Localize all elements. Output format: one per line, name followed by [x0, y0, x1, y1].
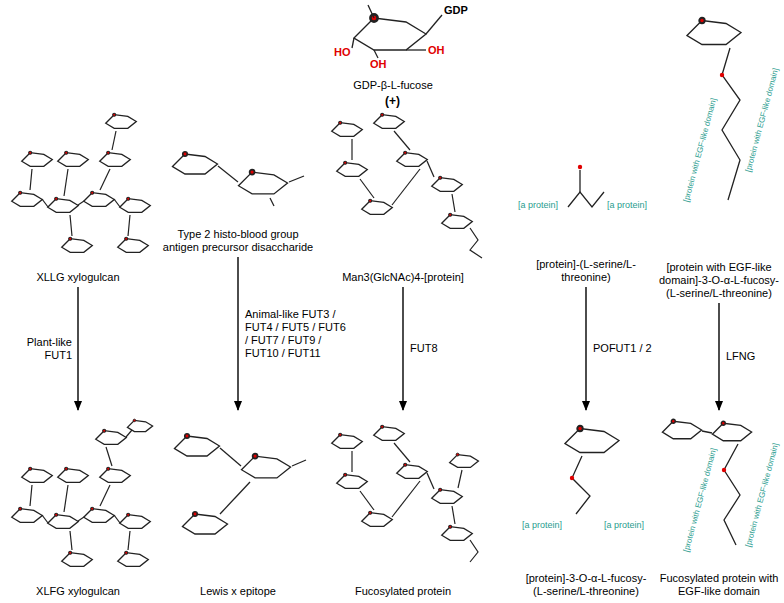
reaction-arrow — [585, 287, 586, 410]
xyloglucan-structure — [12, 419, 153, 566]
compound-node: Type 2 histo-blood group antigen precurs… — [158, 130, 318, 254]
compound-name: XLLG xylogulcan — [2, 271, 154, 284]
enzyme-label: FUT8 — [409, 342, 439, 355]
compound-name: [protein]-3-O-α-L-fucosy-(L-serine/L-thr… — [520, 572, 652, 598]
compound-node: Man3(GlcNAc)4-[protein] — [318, 100, 488, 284]
compound-node: [protein]-(L-serine/L-threonine) — [520, 150, 652, 284]
compound-name: Fucosylated protein with EGF-like domain — [656, 572, 782, 598]
compound-node: Fucosylated protein — [318, 412, 488, 598]
structure-label: HO — [334, 46, 351, 58]
structure-label: (+) — [385, 94, 400, 108]
compound-node: XLLG xylogulcan — [2, 100, 154, 284]
fucosyl-serine-structure — [565, 426, 619, 514]
structure-label: [a protein] — [607, 200, 647, 210]
compound-name: Fucosylated protein — [318, 585, 488, 598]
structure-label: [a protein] — [522, 520, 562, 530]
structure-label: [a protein] — [604, 520, 644, 530]
lewis-x-structure — [175, 434, 307, 534]
enzyme-label: LFNG — [725, 350, 756, 363]
disaccharide-structure — [173, 152, 305, 206]
enzyme-label: POFUT1 / 2 — [592, 342, 653, 355]
compound-name: Type 2 histo-blood group antigen precurs… — [158, 228, 318, 254]
serine-structure — [568, 165, 604, 207]
structure-label: [protein with EGF-like domain] — [682, 447, 718, 553]
structure-label: [protein with EGF-like domain] — [682, 97, 718, 203]
structure-label: [protein with EGF-like domain] — [744, 67, 780, 173]
compound-name: GDP-β-L-fucose — [328, 79, 458, 92]
compound-node: [protein]-3-O-α-L-fucosy-(L-serine/L-thr… — [520, 412, 652, 598]
compound-node: XLFG xylogulcan — [2, 412, 154, 598]
glycan-structure — [332, 425, 479, 562]
reaction-arrow — [237, 257, 238, 410]
compound-name: XLFG xylogulcan — [2, 585, 154, 598]
enzyme-label: Animal-like FUT3 / FUT4 / FUT5 / FUT6 / … — [244, 308, 350, 360]
compound-name: [protein]-(L-serine/L-threonine) — [520, 258, 652, 284]
structure-label: GDP — [444, 4, 468, 16]
xyloglucan-structure — [12, 113, 151, 252]
reaction-arrow — [718, 303, 719, 410]
reaction-arrow — [402, 287, 403, 410]
enzyme-label: Plant-like FUT1 — [3, 336, 73, 362]
compound-name: [protein with EGF-like domain]-3-O-α-L-f… — [656, 261, 782, 300]
reaction-arrow — [77, 287, 78, 410]
compound-node: [protein with EGF-like domain]-3-O-α-L-f… — [656, 10, 782, 300]
compound-name: Lewis x epitope — [158, 585, 318, 598]
compound-node: Lewis x epitope — [158, 412, 318, 598]
compound-name: Man3(GlcNAc)4-[protein] — [318, 271, 488, 284]
structure-label: OH — [370, 58, 387, 70]
structure-label: OH — [428, 44, 445, 56]
glycan-structure — [332, 113, 482, 258]
structure-label: [protein with EGF-like domain] — [744, 442, 780, 548]
structure-label: [a protein] — [518, 200, 558, 210]
